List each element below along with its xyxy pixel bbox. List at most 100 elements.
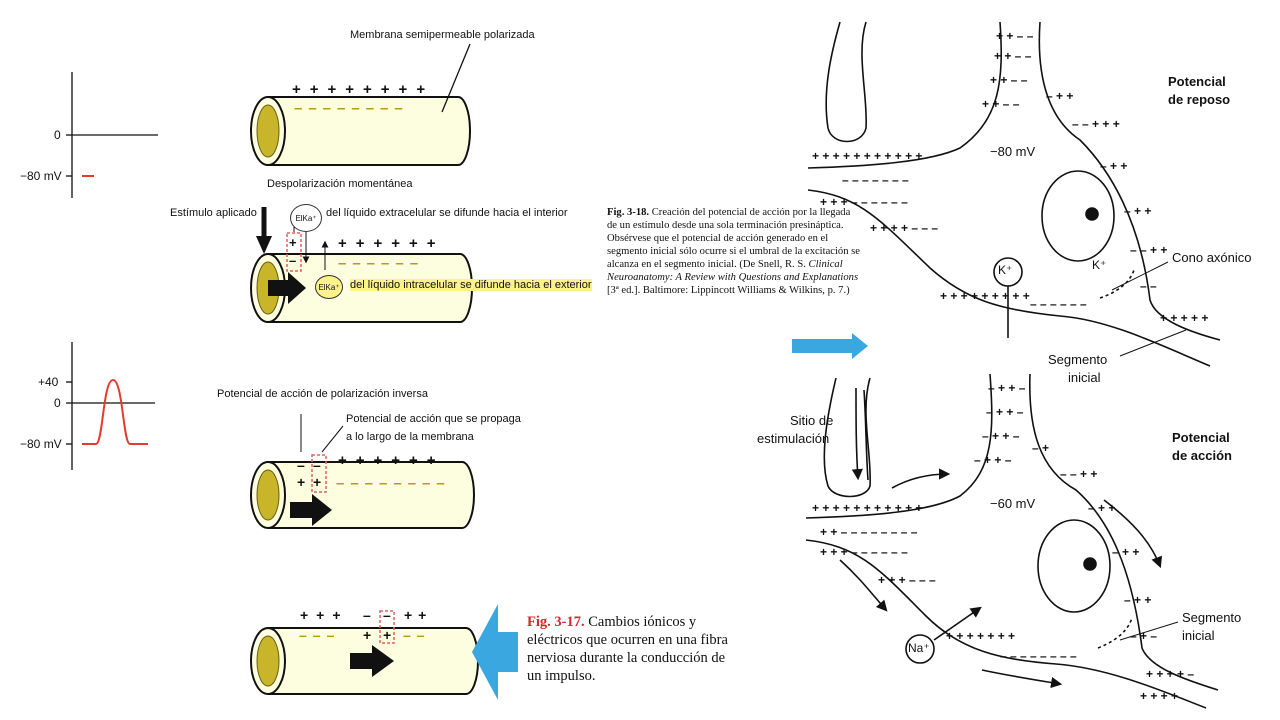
svg-text:–: – — [383, 607, 391, 623]
action-potential-graph — [66, 342, 155, 470]
svg-text:–: – — [363, 607, 371, 623]
svg-text:+ + + + + + + + + + +: + + + + + + + + + + + — [812, 149, 922, 163]
fiber-reversed: – – + + ++++++ –––––––– — [250, 414, 475, 529]
caption-fig-3-18-text-2: [3ª ed.]. Baltimore: Lippincott Williams… — [607, 285, 850, 296]
title-action-2: de acción — [1172, 448, 1232, 463]
svg-text:– + +: – + + — [1124, 593, 1151, 607]
svg-text:+ + – –: + + – – — [996, 29, 1034, 43]
title-resting-1: Potencial — [1168, 74, 1226, 89]
title-action-1: Potencial — [1172, 430, 1230, 445]
svg-text:––––––––: –––––––– — [336, 475, 451, 492]
caption-fig-3-17: Fig. 3-17. Cambios iónicos y eléctricos … — [527, 613, 732, 685]
neuron-action — [805, 373, 1219, 709]
fiber-propagating: +++ – – ++ ––– + + –– — [250, 607, 479, 695]
label-propagates-1: Potencial de acción que se propaga — [346, 413, 521, 425]
label-stimulus: Estímulo aplicado — [170, 207, 257, 219]
tick-minus80-bottom: −80 mV — [20, 437, 62, 451]
svg-text:– – – – – – –: – – – – – – – — [842, 173, 909, 187]
svg-text:+ + + – – – – – –: + + + – – – – – – — [820, 195, 908, 209]
label-ion-out: del líquido intracelular se difunde haci… — [350, 279, 592, 291]
svg-text:– + + –: – + + – — [974, 453, 1012, 467]
svg-text:+ + + + + + + + + + +: + + + + + + + + + + + — [812, 501, 922, 515]
svg-text:–: – — [313, 457, 321, 473]
svg-text:– + +: – + + — [1088, 501, 1115, 515]
svg-text:+ + + – – – – – –: + + + – – – – – – — [820, 545, 908, 559]
svg-text:+++: +++ — [300, 607, 349, 623]
svg-text:– +: – + — [1032, 441, 1049, 455]
title-resting-2: de reposo — [1168, 92, 1231, 107]
svg-text:+ + + + +: + + + + + — [1160, 311, 1208, 325]
resting-potential-graph — [66, 72, 158, 198]
svg-text:– + +: – + + — [1100, 159, 1127, 173]
svg-text:–: – — [289, 253, 296, 268]
neuron-action-charges: – + + – – + + – – + + – – + + – + + + + … — [812, 381, 1194, 703]
caption-fig-3-17-text: Cambios iónicos y eléctricos que ocurren… — [527, 614, 728, 684]
svg-text:+ + + + + + + + +: + + + + + + + + + — [940, 289, 1030, 303]
tick-minus80-top: −80 mV — [20, 169, 62, 183]
svg-text:–––: ––– — [299, 627, 340, 643]
caption-fig-3-17-number: Fig. 3-17. — [527, 614, 585, 630]
svg-text:+ + – –: + + – – — [994, 49, 1032, 63]
svg-text:+ + – – – – – – – –: + + – – – – – – – – — [820, 525, 918, 539]
caption-fig-3-18-italic: Clinical Neuroanatomy: A Review with Que… — [607, 259, 859, 283]
tick-plus40: +40 — [38, 375, 59, 389]
svg-text:––: –– — [403, 627, 431, 643]
label-propagates-2: a lo largo de la membrana — [346, 431, 474, 443]
label-ion-in: del líquido extracelular se difunde haci… — [326, 207, 568, 219]
svg-text:––––––––: –––––––– — [294, 100, 409, 117]
svg-text:+ + + + + + +: + + + + + + + — [946, 629, 1015, 643]
label-stim-site-1: Sitio de — [790, 413, 834, 428]
svg-text:– + + –: – + + – — [982, 429, 1020, 443]
voltage-action: −60 mV — [990, 496, 1036, 511]
label-initial-segment-bottom-2: inicial — [1182, 628, 1215, 643]
k-ion-circle-label: K⁺ — [998, 263, 1013, 277]
svg-text:+ + + + – – –: + + + + – – – — [870, 221, 938, 235]
svg-text:+: + — [313, 474, 321, 490]
label-initial-segment-bottom-1: Segmento — [1182, 610, 1242, 625]
label-initial-segment-top-2: inicial — [1068, 370, 1101, 385]
svg-text:+ + – –: + + – – — [990, 73, 1028, 87]
svg-text:– + +: – + + — [1112, 545, 1139, 559]
fiber-resting: ++++++++ –––––––– — [250, 43, 471, 166]
caption-fig-3-18-number: Fig. 3-18. — [607, 207, 650, 218]
tick-zero-bottom: 0 — [54, 396, 61, 410]
na-ion-circle-label: Na⁺ — [908, 641, 930, 655]
neuron-resting — [807, 21, 1221, 367]
ion-out-circle: ElKa⁺ — [315, 275, 343, 299]
svg-text:+ + – –: + + – – — [982, 97, 1020, 111]
k-ion-inside-label: K⁺ — [1092, 258, 1107, 272]
svg-text:– + + –: – + + – — [988, 381, 1026, 395]
neuron-resting-charges: + + – – + + – – + + – – + + – – + + + + … — [812, 29, 1208, 325]
svg-text:– + +: – + + — [1124, 204, 1151, 218]
caption-fig-3-18: Fig. 3-18. Creación del potencial de acc… — [607, 206, 862, 297]
highlight-arrow-left — [472, 604, 518, 700]
action-potential-trace — [82, 378, 148, 445]
label-stim-site-2: estimulación — [757, 431, 830, 446]
svg-text:++++++: ++++++ — [338, 235, 445, 252]
highlight-arrow-right — [792, 333, 868, 359]
svg-text:+ + + +: + + + + — [1140, 689, 1178, 703]
svg-text:– + + –: – + + – — [986, 405, 1024, 419]
svg-text:+ + + + –: + + + + – — [1146, 667, 1194, 681]
svg-text:+: + — [363, 627, 371, 643]
svg-text:–: – — [297, 457, 305, 473]
svg-text:– – + +: – – + + — [1130, 243, 1167, 257]
svg-text:– – + + +: – – + + + — [1072, 117, 1120, 131]
svg-text:– + –: – + – — [1130, 629, 1157, 643]
svg-text:– –: – – — [1140, 279, 1157, 293]
svg-text:++++++++: ++++++++ — [292, 81, 434, 98]
label-axon-hillock: Cono axónico — [1172, 250, 1252, 265]
label-membrane: Membrana semipermeable polarizada — [350, 29, 535, 41]
caption-fig-3-18-text-1: Creación del potencial de acción por la … — [607, 207, 860, 270]
label-initial-segment-top-1: Segmento — [1048, 352, 1108, 367]
label-depolarization: Despolarización momentánea — [267, 178, 413, 190]
label-reversed-potential: Potencial de acción de polarización inve… — [217, 388, 428, 400]
svg-text:+: + — [297, 474, 305, 490]
ion-in-circle: ElKa⁺ — [290, 204, 322, 232]
fiber-stimulated: + – ++++++ –––––– — [250, 207, 473, 323]
svg-text:++++++: ++++++ — [338, 452, 445, 469]
svg-text:++: ++ — [404, 607, 432, 623]
voltage-resting: −80 mV — [990, 144, 1036, 159]
svg-text:+ + + – – –: + + + – – – — [878, 573, 936, 587]
svg-text:– – – – – – – –: – – – – – – – – — [1000, 649, 1077, 663]
